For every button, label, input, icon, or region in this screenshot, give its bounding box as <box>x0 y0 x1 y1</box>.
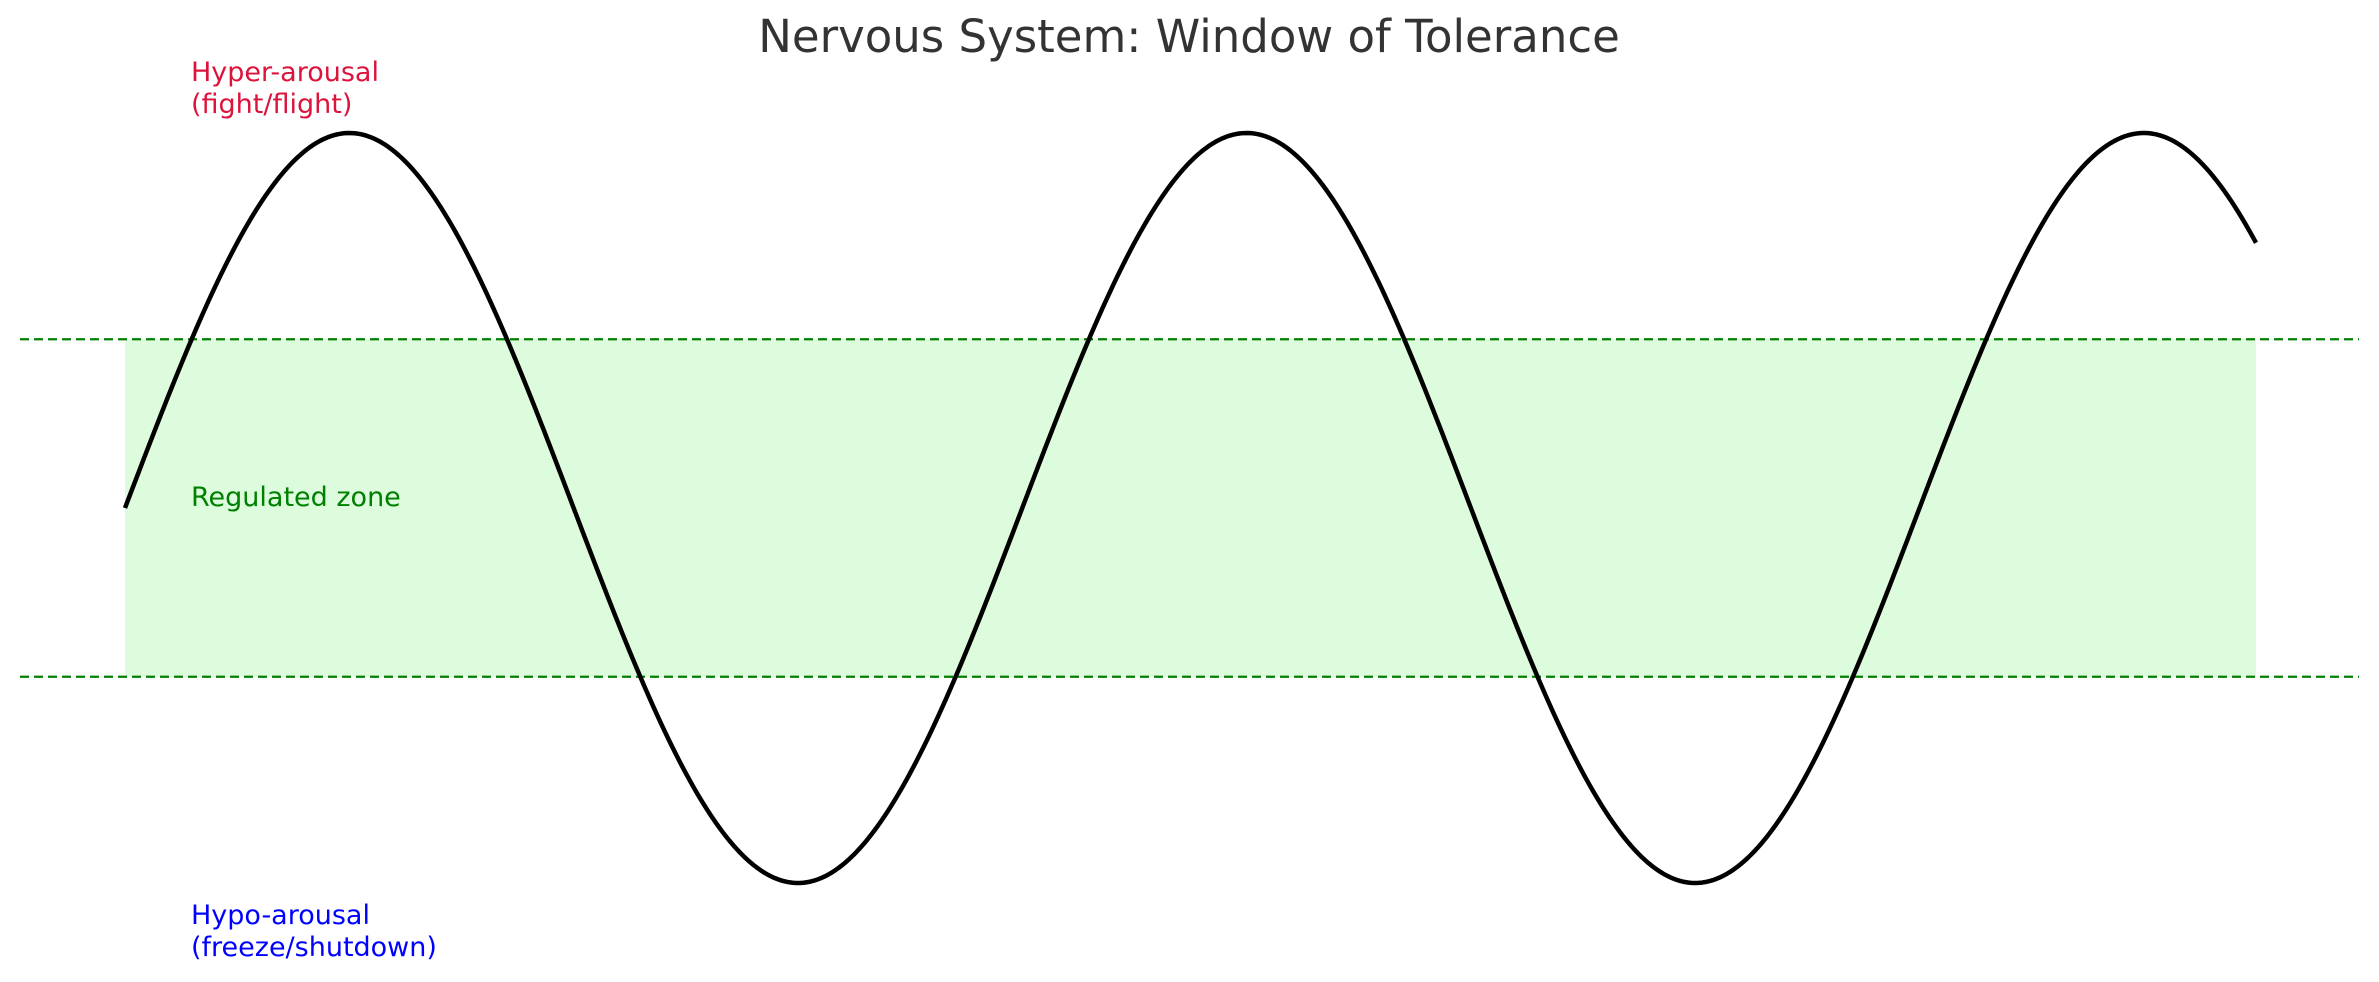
hypo-arousal-line-1: Hypo-arousal <box>191 900 370 931</box>
hypo-arousal-label: Hypo-arousal (freeze/shutdown) <box>191 900 437 963</box>
arousal-curve <box>122 130 2258 886</box>
regulated-zone-line-1: Regulated zone <box>191 482 401 513</box>
hyper-arousal-label: Hyper-arousal (fight/flight) <box>191 57 388 120</box>
hypo-arousal-line-2: (freeze/shutdown) <box>191 932 437 963</box>
chart-title: Nervous System: Window of Tolerance <box>758 10 1620 63</box>
regulated-zone-band <box>125 339 2256 677</box>
regulated-zone-label: Regulated zone <box>191 482 401 513</box>
hyper-arousal-line-1: Hyper-arousal <box>191 57 379 88</box>
hyper-arousal-line-2: (fight/flight) <box>191 89 352 120</box>
